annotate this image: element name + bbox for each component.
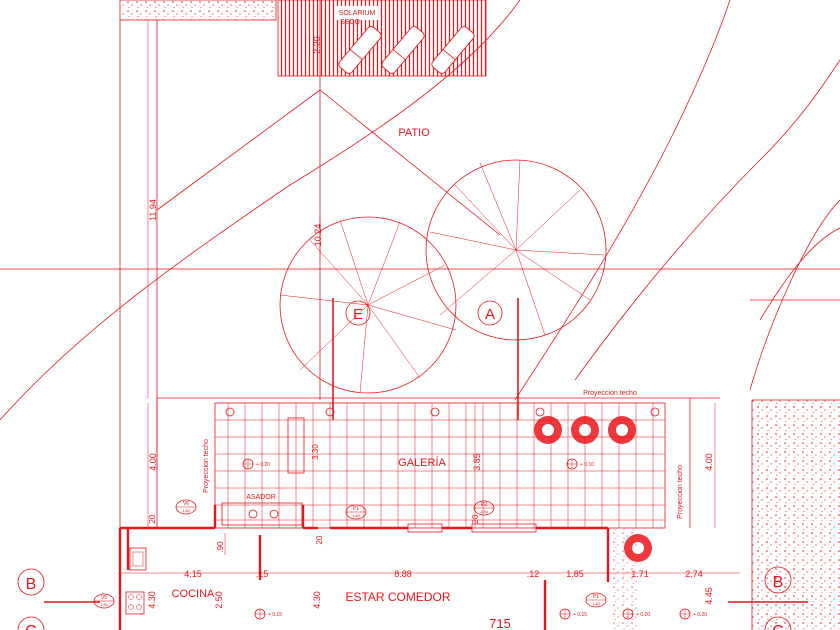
tag-p1-top [345, 504, 367, 520]
roof-projection-note: Proyeccion techo [203, 439, 210, 493]
tag-text: P1 [353, 506, 359, 512]
dim-4-30: 4.30 [312, 591, 322, 609]
door-threshold [471, 523, 537, 533]
tag-subtext: 1.80 [100, 602, 109, 607]
house-walls [118, 505, 610, 630]
tag-subtext: 1.80 [352, 513, 361, 518]
galeria-bench [287, 417, 305, 474]
dim-90: .90 [216, 541, 225, 553]
level-text: + 0.20 [256, 462, 270, 468]
level-marker [679, 608, 691, 620]
dim-3-85: 3.85 [472, 453, 482, 471]
dim-4-30: 4.30 [147, 591, 157, 609]
tag-subtext: 1.80 [480, 509, 489, 514]
property-lines [0, 0, 840, 400]
axis-c-left-label: C [25, 623, 37, 630]
dimension-lines [120, 20, 740, 574]
level-text: + 0.15 [268, 612, 282, 618]
shrub-1 [534, 416, 562, 444]
roof-projection-note: Proyeccion techo [583, 390, 637, 397]
shrub-3 [608, 416, 636, 444]
tag-text: V5 [101, 595, 107, 601]
axis-c-left [17, 616, 45, 630]
axis-b-left [17, 568, 100, 603]
asador-grill [221, 502, 303, 526]
tag-p2 [473, 500, 495, 516]
dim-20: 20 [471, 514, 480, 523]
estar-comedor-label: ESTAR COMEDOR [345, 590, 450, 604]
level-marker [242, 458, 254, 470]
tag-subtext: 1.80 [182, 508, 191, 513]
level-marker [566, 458, 578, 470]
axis-b-right [728, 566, 808, 603]
tree-canopy-right [425, 159, 607, 341]
dim-20: 20 [148, 514, 157, 523]
tag-text: V6 [183, 501, 189, 507]
dim-8-88: 8.88 [394, 569, 412, 579]
door-threshold [407, 523, 443, 533]
level-text: + 0.10 [580, 462, 594, 468]
cocina-label: COCINA [172, 588, 215, 600]
dim-1-85: 1.85 [566, 569, 584, 579]
dotted-terrace [751, 399, 840, 630]
tag-subtext: 1.80 [592, 601, 601, 606]
axis-a: A [477, 298, 519, 420]
tree-canopy-left [279, 216, 457, 394]
axis-b-right-label: B [773, 574, 784, 591]
level-marker [254, 608, 266, 620]
galeria-columns [225, 407, 660, 417]
axis-c-right-label: C [772, 623, 784, 630]
roof-projection-note: Proyeccion techo [677, 465, 684, 519]
tag-v5 [93, 593, 115, 609]
dim-2-50: 2.50 [214, 591, 224, 609]
tag-v6 [175, 499, 197, 515]
tag-text: P2 [481, 502, 487, 508]
axis-b-left-label: B [26, 576, 37, 593]
dim-4-15: 4.15 [184, 569, 202, 579]
axis-c-right [764, 616, 792, 630]
dim-10-24: 10.24 [313, 224, 323, 247]
dim-3-30: 3.30 [311, 444, 320, 460]
axis-e-label: E [353, 306, 363, 323]
dim-4-45: 4.45 [704, 587, 714, 605]
top-boundary [119, 0, 277, 630]
sun-loungers [338, 26, 475, 74]
asador-label: ASADOR [246, 494, 276, 501]
axis-a-label: A [485, 306, 495, 323]
dim-11-94: 11.94 [148, 199, 158, 221]
dim-4-00-left: 4.00 [148, 453, 158, 471]
kitchen-sink [129, 547, 147, 571]
galeria-tile-grid [214, 402, 666, 529]
roof-projection-outline [156, 397, 720, 528]
level-text: + 0.15 [573, 612, 587, 618]
stove-icon [125, 591, 145, 615]
seco-label: SECO [340, 19, 360, 26]
dotted-strip [612, 528, 640, 630]
level-text: + 0.20 [693, 612, 707, 618]
dim-2-20: 2.20 [312, 36, 322, 54]
dim-12: .12 [527, 569, 540, 579]
dim-15: .15 [256, 569, 269, 579]
solarium-label: SOLARIUM [339, 10, 376, 17]
terrain-contours [0, 0, 840, 421]
dim-20: 20 [315, 535, 324, 544]
level-marker [559, 608, 571, 620]
shrub-2 [571, 416, 599, 444]
dim-715: 715 [489, 616, 511, 630]
dim-4-00-right: 4.00 [704, 453, 714, 471]
tag-text: P1 [593, 594, 599, 600]
level-text: + 0.20 [636, 612, 650, 618]
patio-label: PATIO [398, 127, 430, 139]
axis-e: E [332, 298, 371, 420]
tag-p1-bottom [585, 592, 607, 608]
dim-1-71: 1.71 [631, 569, 649, 579]
galeria-label: GALERÍA [398, 456, 446, 469]
dim-2-74: 2.74 [685, 569, 703, 579]
